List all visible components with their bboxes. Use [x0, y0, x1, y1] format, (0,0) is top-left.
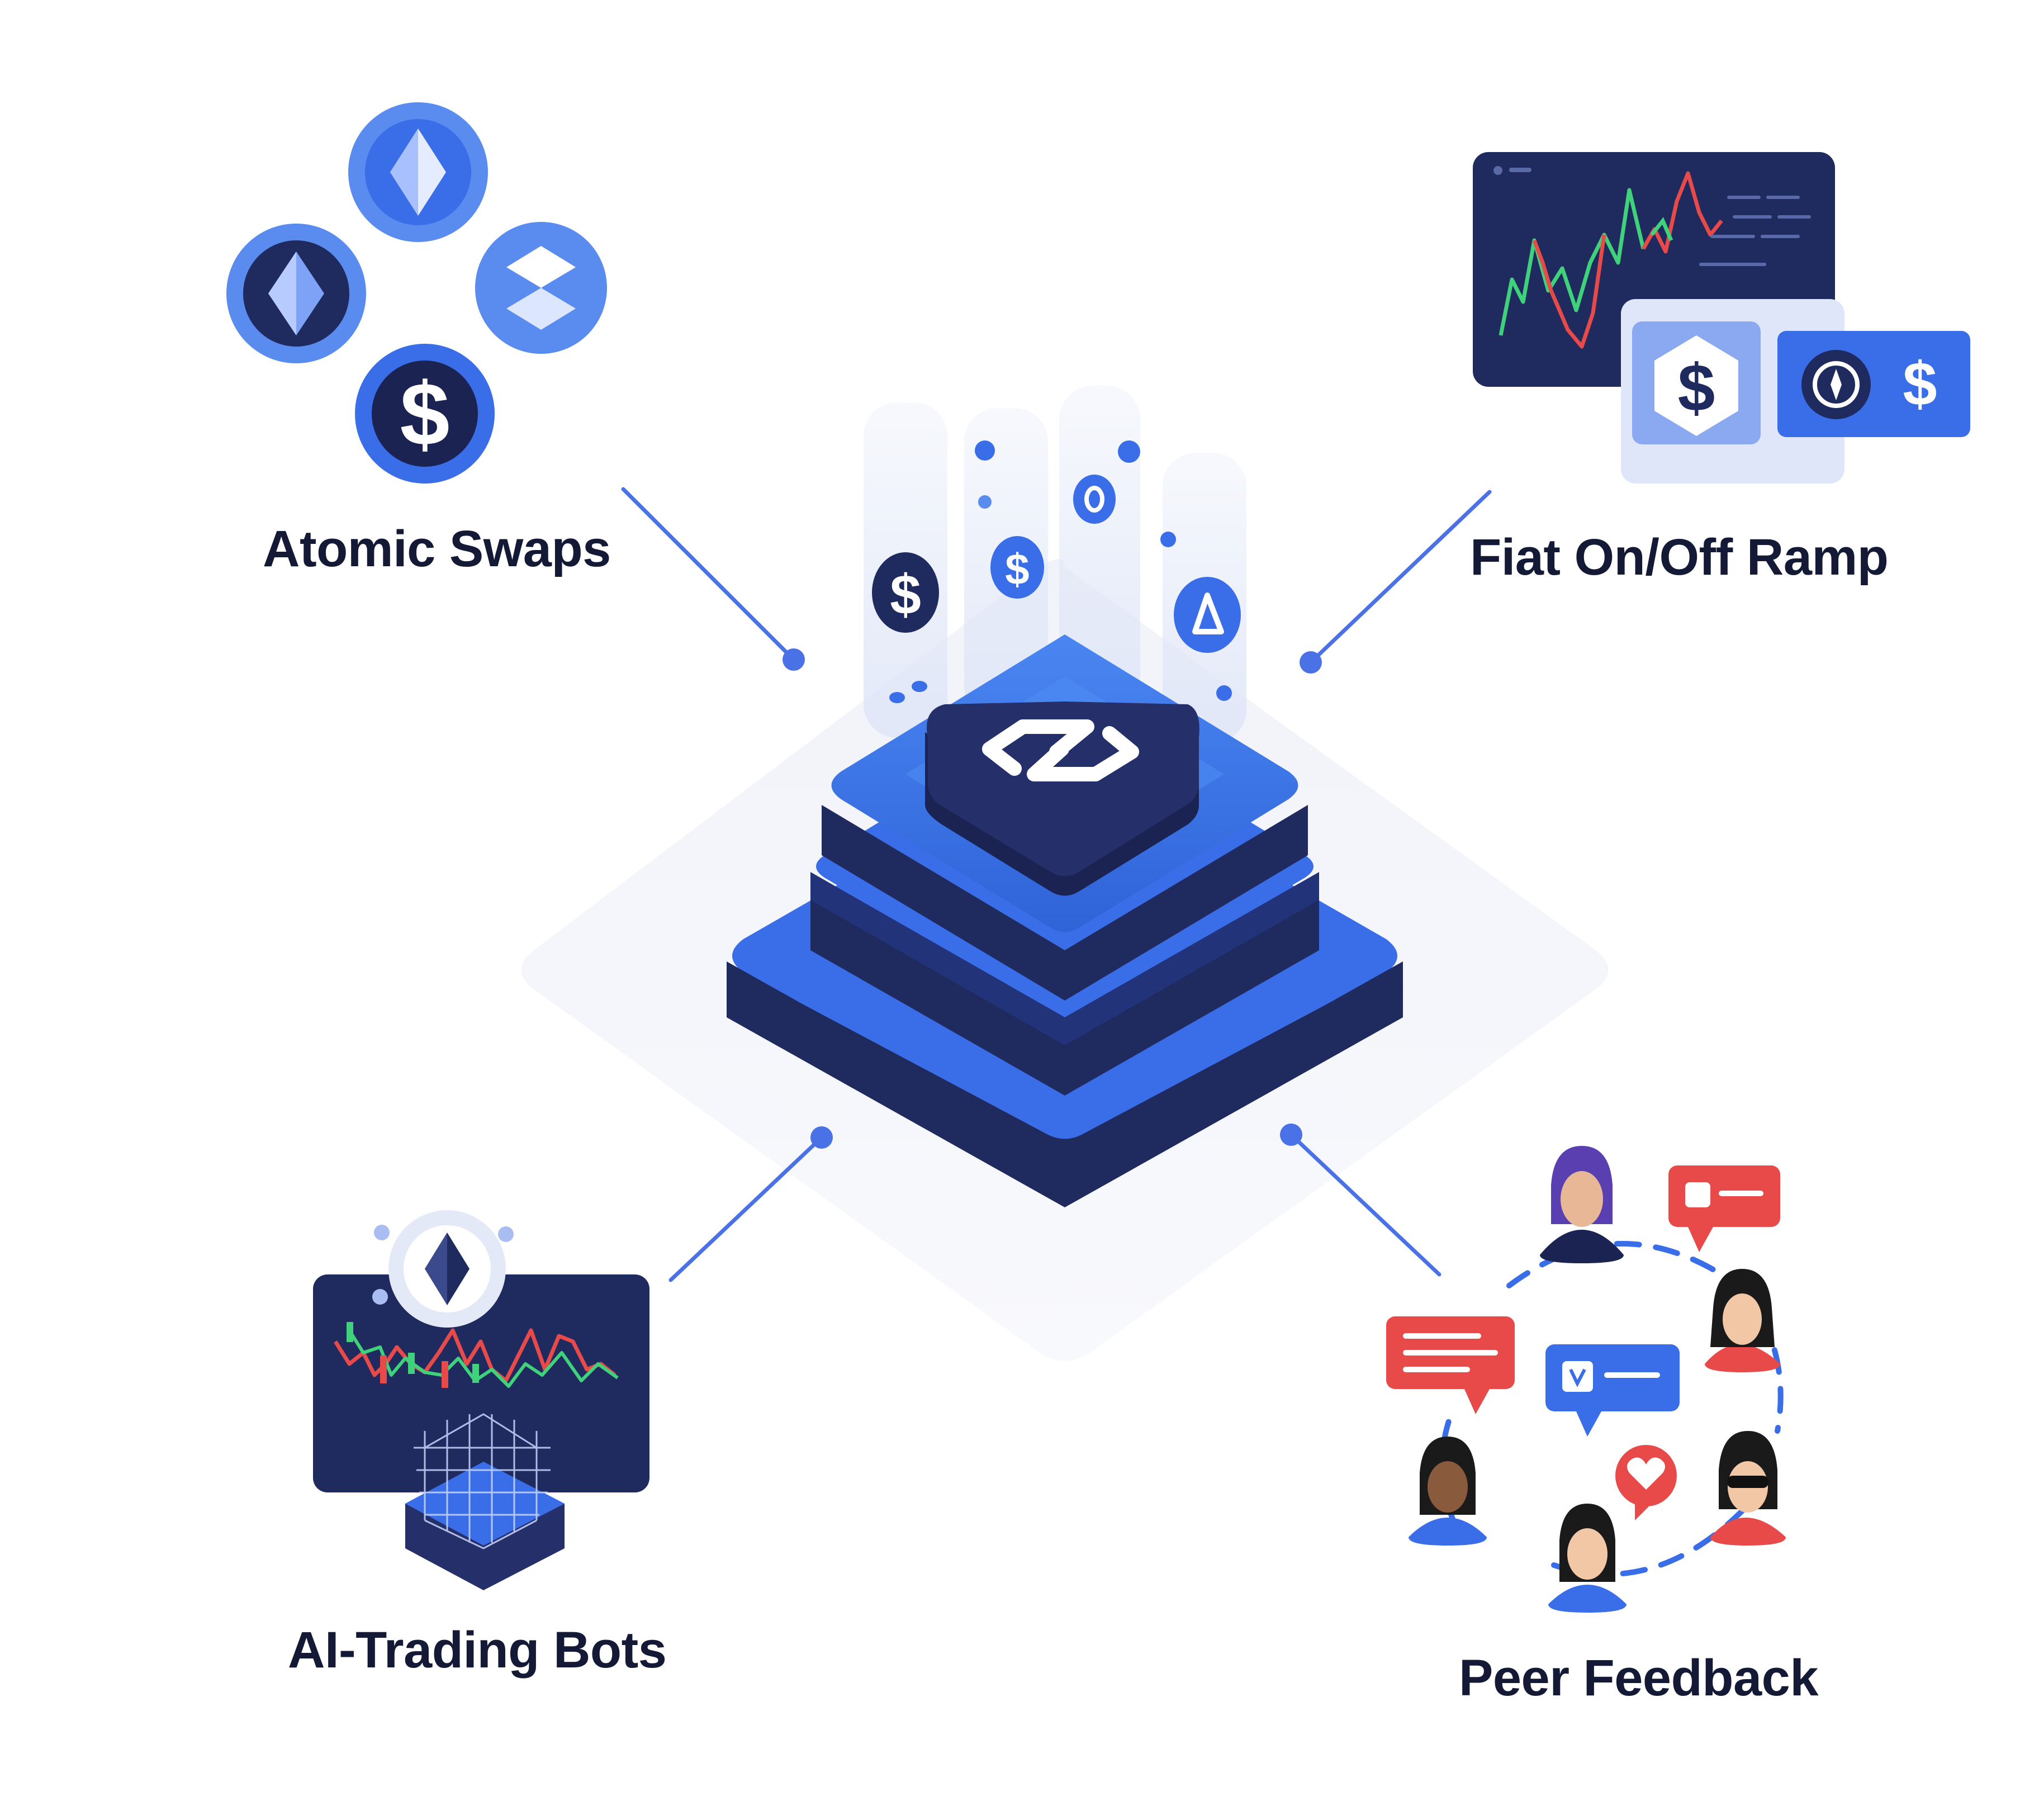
person-avatar-icon	[1409, 1437, 1487, 1546]
swap-arrows-icon	[982, 719, 1139, 781]
connector-dots	[783, 648, 1322, 1149]
person-avatar-icon	[1540, 1146, 1624, 1263]
dollar-hexagon-icon: $	[1654, 335, 1738, 436]
connector-peer-feedback	[1289, 1132, 1441, 1277]
chat-bubble-icon	[1545, 1344, 1680, 1437]
zero-token-icon	[1073, 475, 1116, 524]
central-hub	[727, 634, 1403, 1207]
chat-bubble-icon	[1386, 1316, 1515, 1414]
token-coin-icon	[475, 222, 607, 354]
floating-tokens: $ $	[872, 440, 1241, 703]
candlestick-chart-icon	[313, 1274, 649, 1492]
person-avatar-icon	[1548, 1504, 1627, 1613]
svg-text:$: $	[400, 364, 450, 464]
fiat-ramp-cluster: $ $	[1473, 152, 1970, 484]
ai-trading-label: AI-Trading Bots	[288, 1622, 667, 1679]
atomic-swaps-cluster: $	[226, 102, 607, 484]
connector-lines	[621, 487, 1492, 1282]
dollar-coin-icon: $	[355, 344, 495, 484]
circuit-cube-icon	[405, 1413, 565, 1590]
person-avatar-icon	[1710, 1431, 1786, 1546]
fiat-ramp-label: Fiat On/Off Ramp	[1470, 529, 1889, 586]
svg-text:$: $	[1678, 350, 1715, 425]
ethereum-coin-icon	[226, 224, 366, 363]
ethereum-coin-icon	[372, 1210, 514, 1328]
compass-icon	[1801, 350, 1871, 419]
ethereum-coin-icon	[348, 102, 488, 242]
peer-feedback-cluster	[1386, 1146, 1786, 1613]
svg-text:$: $	[890, 563, 921, 626]
dollar-icon: $	[1903, 350, 1937, 419]
connector-fiat-ramp	[1308, 490, 1492, 665]
ai-trading-cluster	[313, 1210, 649, 1590]
peer-feedback-label: Peer Feedback	[1459, 1650, 1818, 1707]
chat-bubble-icon	[1668, 1165, 1780, 1252]
person-avatar-icon	[1705, 1269, 1780, 1372]
svg-text:$: $	[1903, 350, 1937, 419]
heart-bubble-icon	[1615, 1445, 1677, 1520]
dollar-token-icon: $	[990, 536, 1044, 599]
triangle-token-icon	[1174, 577, 1241, 653]
connector-atomic-swaps	[621, 487, 796, 662]
connector-ai-trading	[668, 1135, 824, 1282]
svg-text:$: $	[1005, 544, 1029, 594]
atomic-swaps-label: Atomic Swaps	[263, 520, 611, 577]
dollar-token-icon: $	[872, 552, 939, 633]
